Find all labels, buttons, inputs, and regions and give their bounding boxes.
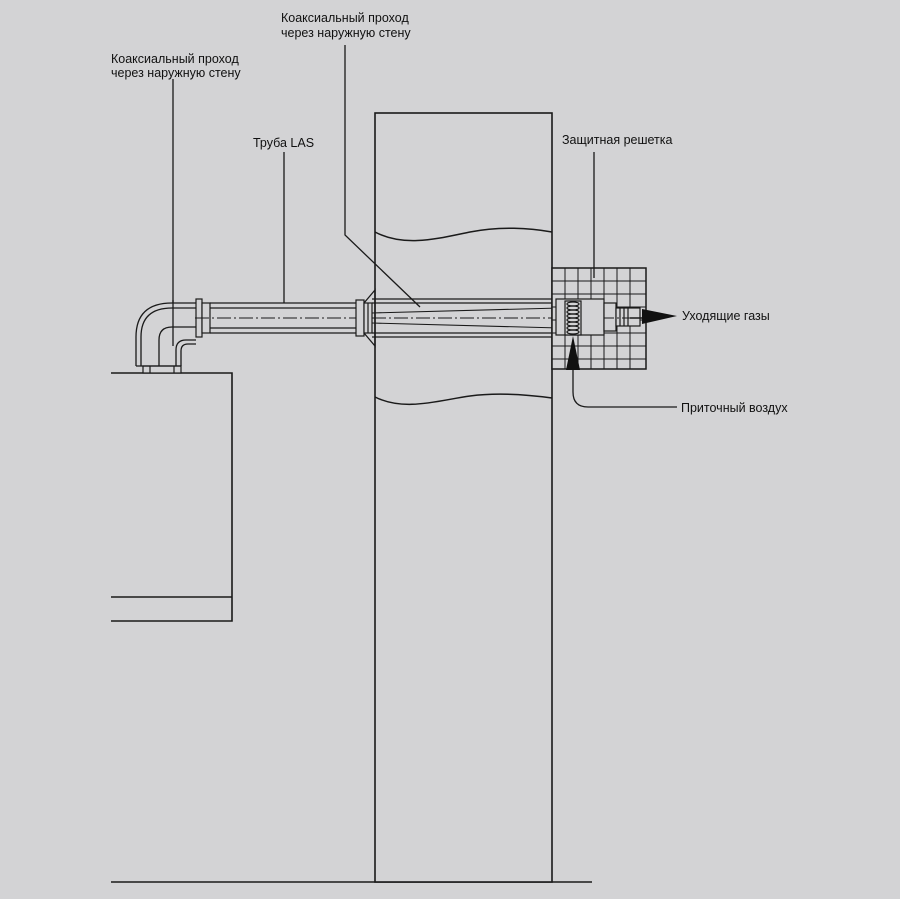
leader-coax-top xyxy=(344,45,421,308)
leader-supply-air xyxy=(572,370,677,408)
las-pipe xyxy=(195,302,356,334)
leader-lines xyxy=(172,45,677,408)
elbow-fitting xyxy=(135,300,196,367)
label-coax-top-line2: через наружную стену xyxy=(281,26,411,40)
label-supply-air: Приточный воздух xyxy=(681,401,788,415)
wall xyxy=(374,112,553,883)
exhaust-arrow-icon xyxy=(630,309,677,324)
label-exhaust: Уходящие газы xyxy=(682,309,770,323)
label-coax-left-line1: Коаксиальный проход xyxy=(111,52,239,66)
label-coax-left-line2: через наружную стену xyxy=(111,66,241,80)
boiler-unit xyxy=(111,372,233,622)
label-grille: Защитная решетка xyxy=(562,133,673,147)
label-pipe-las: Труба LAS xyxy=(253,136,314,150)
label-coax-top-line1: Коаксиальный проход xyxy=(281,11,409,25)
boiler-connector xyxy=(142,365,182,374)
supply-air-arrow-icon xyxy=(566,336,580,370)
pipe-clamp-right xyxy=(355,299,373,337)
air-inlet-coil xyxy=(564,300,582,336)
